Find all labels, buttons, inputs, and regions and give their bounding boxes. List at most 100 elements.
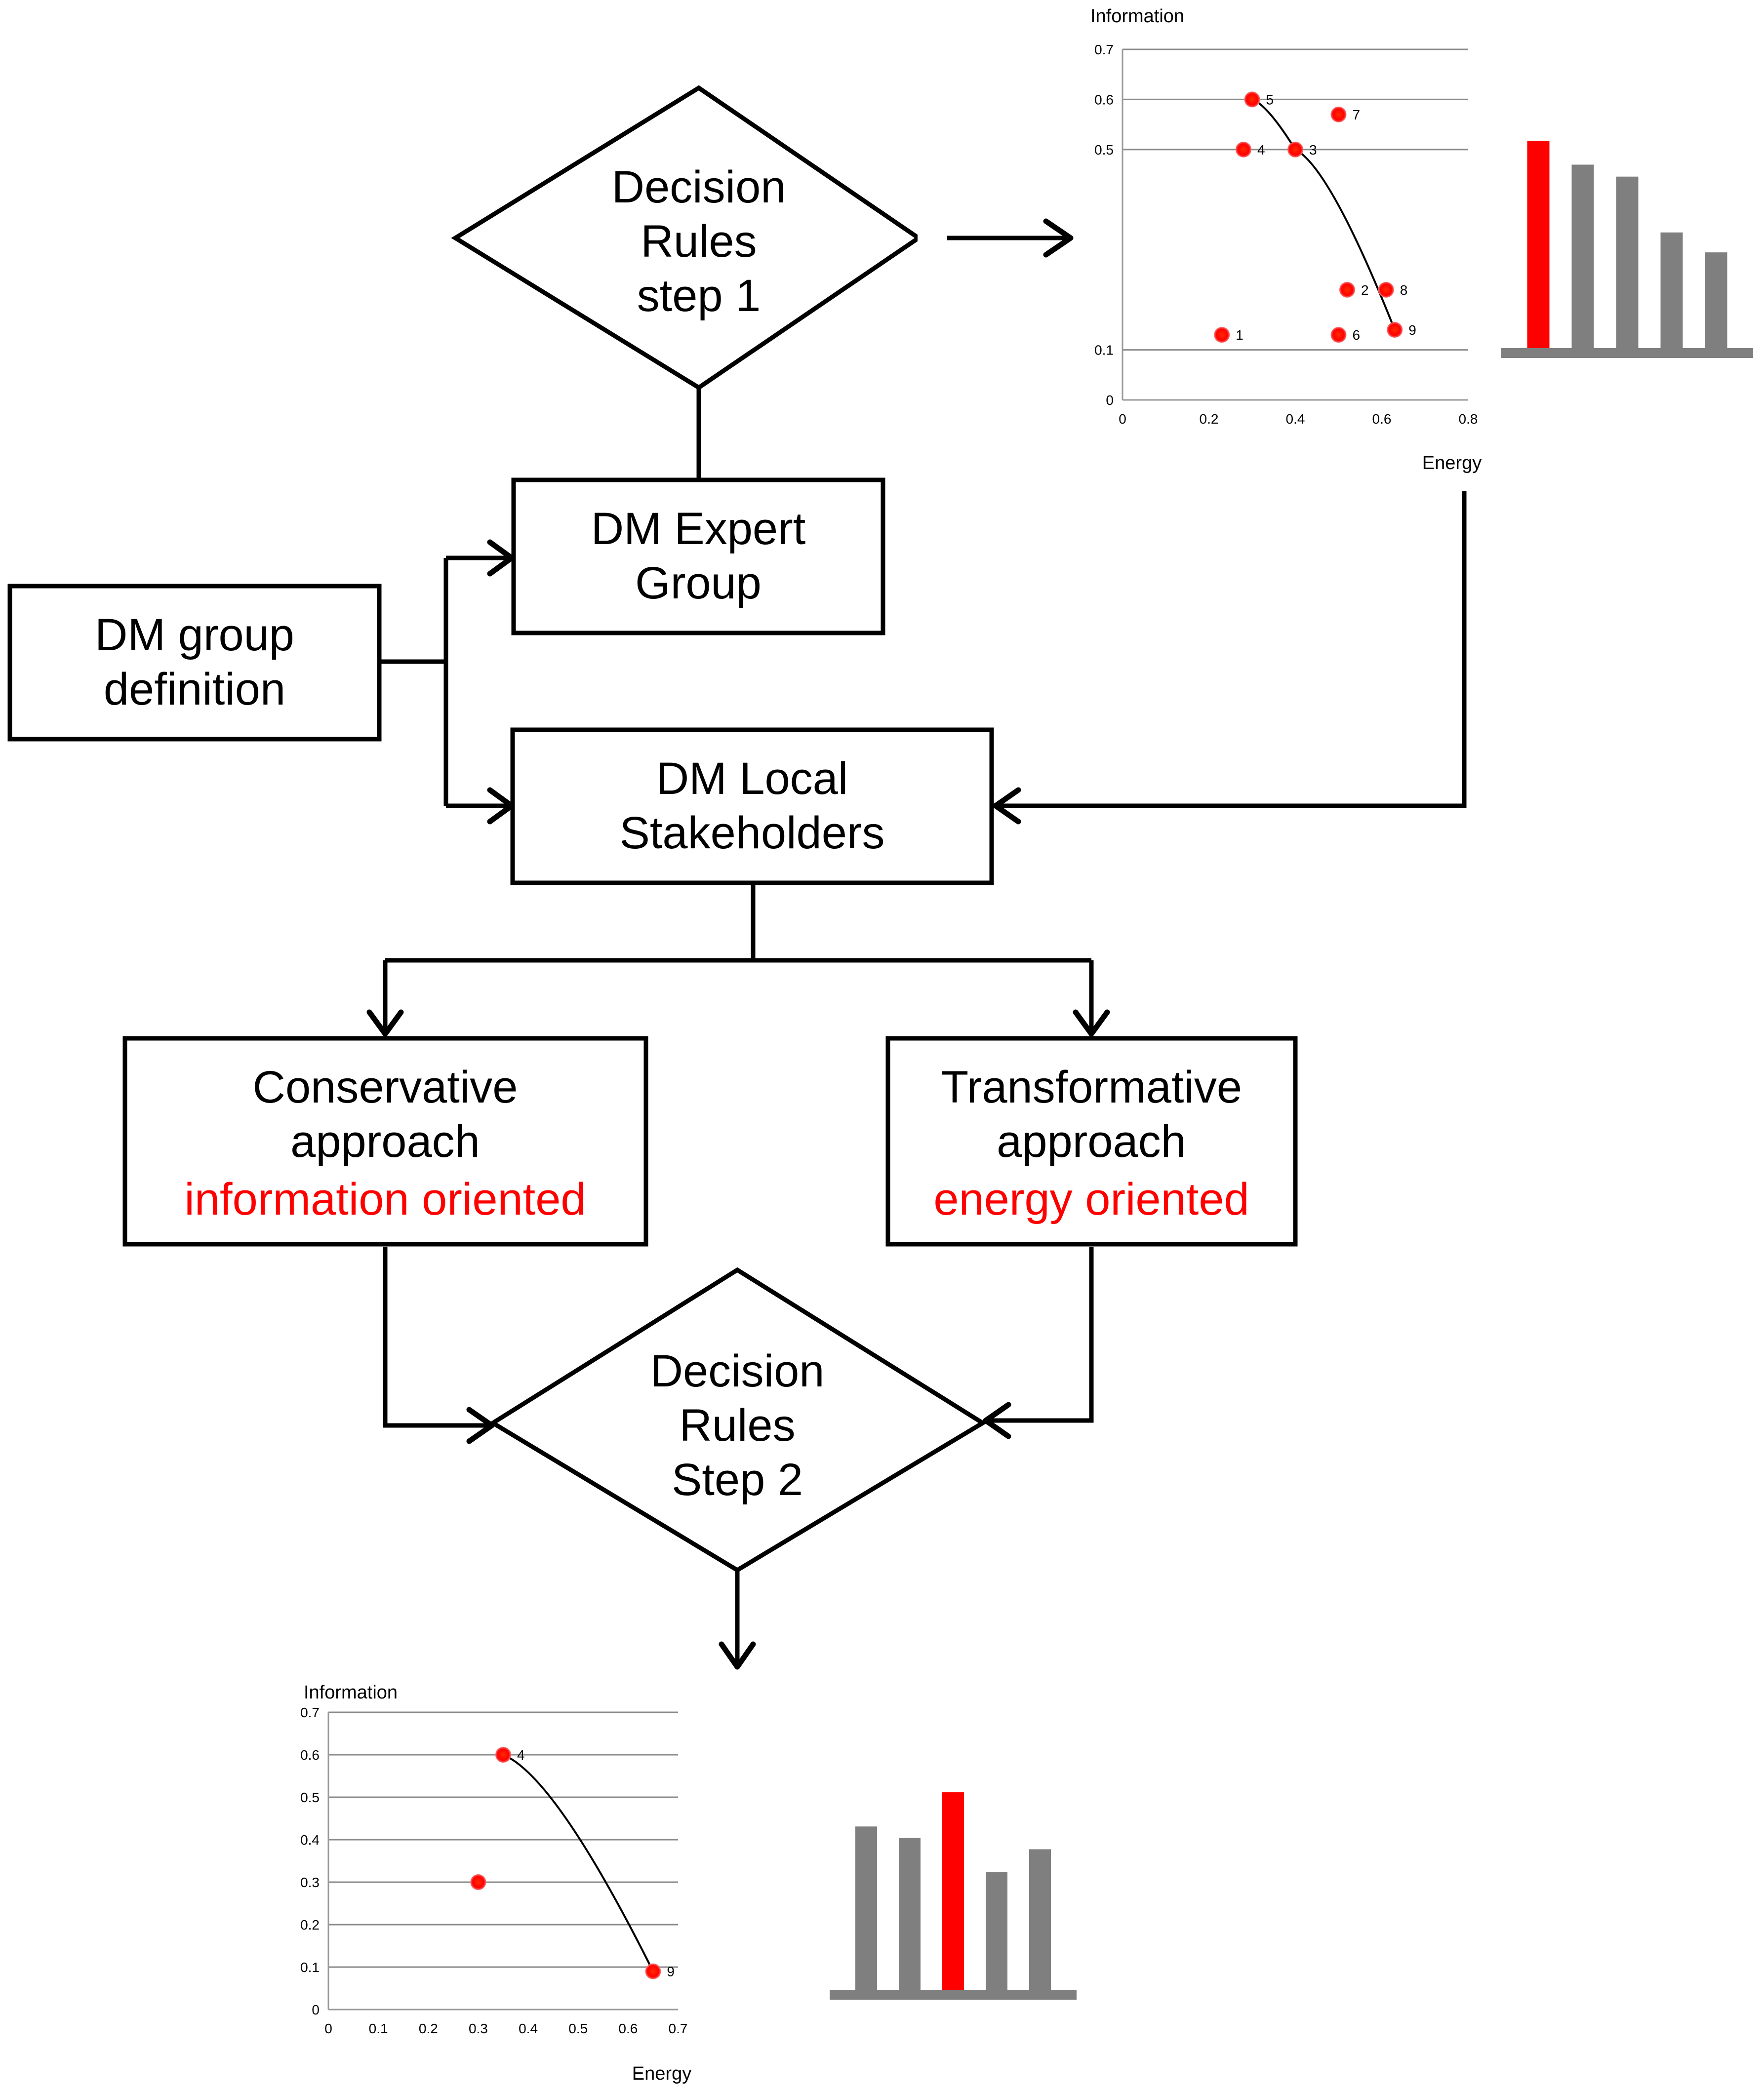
y-tick-label: 0.3 <box>300 1875 320 1890</box>
bar-chart-step1 <box>1501 141 1753 358</box>
transformative-approach-node: Transformative approach energy oriented <box>885 1036 1298 1247</box>
arrowhead-chart2 <box>719 1641 756 1670</box>
decision2-line1: Decision <box>650 1346 825 1396</box>
dm-local-stakeholders-node: DM Local Stakeholders <box>510 727 994 885</box>
point-label: 3 <box>1309 142 1317 158</box>
data-point <box>495 1747 511 1763</box>
data-point <box>1378 281 1394 298</box>
y-tick-label: 0.5 <box>1094 142 1114 158</box>
point-label: 4 <box>1257 142 1265 158</box>
point-label: 5 <box>1266 92 1274 107</box>
x-tick-label: 0.6 <box>1372 411 1392 427</box>
local-line1: DM Local <box>656 753 848 804</box>
decision1-line1: Decision <box>612 162 786 212</box>
x-tick-label: 0 <box>324 2021 332 2036</box>
x-tick-label: 0.6 <box>618 2021 638 2036</box>
y-tick-label: 0.1 <box>300 1960 320 1975</box>
dm-local-stakeholders-box <box>510 727 994 885</box>
point-label: 9 <box>667 1964 675 1979</box>
decision-step2-node: Decision Rules Step 2 <box>488 1267 987 1573</box>
groupdef-line1: DM group <box>95 610 294 660</box>
x-tick-label: 0.7 <box>669 2021 688 2036</box>
dm-expert-group-box <box>511 477 885 635</box>
connector-conservative-decision2 <box>383 1247 489 1428</box>
bar-chart-step2 <box>830 1792 1077 2000</box>
y-tick-label: 0.2 <box>300 1917 320 1933</box>
pareto-front-curve <box>503 1754 654 1972</box>
expert-line2: Group <box>635 558 762 608</box>
connector-chart-to-local <box>998 491 1467 808</box>
y-tick-label: 0.7 <box>300 1705 320 1720</box>
x-axis-title: Energy <box>632 2063 691 2084</box>
groupdef-line2: definition <box>104 664 285 714</box>
arrowhead-transformative <box>1073 1009 1110 1037</box>
y-tick-label: 0.7 <box>1094 42 1114 57</box>
data-point <box>1214 327 1230 343</box>
transformative-approach-box <box>885 1036 1298 1247</box>
point-label: 4 <box>517 1747 525 1763</box>
y-axis-title: Information <box>304 1682 398 1703</box>
x-tick-label: 0.3 <box>469 2021 488 2036</box>
decision1-line3: step 1 <box>637 271 761 321</box>
conservative-approach-box <box>122 1036 648 1247</box>
transformative-line1: Transformative <box>941 1062 1242 1112</box>
y-tick-label: 0.5 <box>300 1790 320 1805</box>
data-point <box>1387 322 1403 338</box>
bar <box>1616 176 1639 348</box>
arrowhead-local-right <box>993 787 1021 825</box>
decision1-line2: Rules <box>641 216 757 267</box>
pareto-front-curve <box>1251 98 1396 330</box>
x-tick-label: 0 <box>1119 411 1126 427</box>
bar <box>942 1792 964 1990</box>
expert-line1: DM Expert <box>591 504 806 554</box>
bar <box>1660 232 1683 348</box>
y-tick-label: 0 <box>312 2002 320 2017</box>
data-point <box>1330 327 1347 343</box>
data-point <box>1244 91 1260 108</box>
x-axis-title: Energy <box>1422 453 1482 474</box>
data-point <box>645 1963 661 1979</box>
decision-step1-gap <box>918 217 947 259</box>
dm-expert-group-node: DM Expert Group <box>511 477 885 635</box>
arrowhead-decision2-left <box>466 1407 495 1444</box>
bar <box>1527 141 1550 348</box>
data-point <box>1236 141 1251 158</box>
data-point <box>1339 281 1355 298</box>
local-line2: Stakeholders <box>620 808 885 858</box>
x-tick-label: 0.2 <box>419 2021 438 2036</box>
decision-step1-diamond <box>451 85 922 391</box>
arrowhead-chart1 <box>1043 218 1074 258</box>
data-point <box>1287 141 1303 158</box>
bar-baseline <box>830 1990 1077 2000</box>
bar <box>855 1826 877 1990</box>
dm-group-definition-node: DM group definition <box>7 584 382 742</box>
y-tick-label: 0.4 <box>300 1832 320 1848</box>
decision-step2-diamond <box>488 1267 987 1573</box>
bar <box>1571 164 1594 348</box>
bar-baseline <box>1501 348 1753 358</box>
x-tick-label: 0.4 <box>519 2021 538 2036</box>
y-tick-label: 0 <box>1106 393 1114 408</box>
dm-group-definition-box <box>7 584 382 742</box>
y-tick-label: 0.1 <box>1094 343 1114 358</box>
x-tick-label: 0.8 <box>1459 411 1478 427</box>
connectors <box>366 218 1467 1670</box>
decision2-line2: Rules <box>679 1400 795 1451</box>
data-point <box>470 1874 486 1890</box>
conservative-line2: approach <box>290 1116 480 1167</box>
arrowhead-decision2-right <box>983 1402 1011 1439</box>
data-point <box>1330 106 1347 122</box>
connector-transformative-decision2 <box>988 1247 1094 1423</box>
y-tick-label: 0.6 <box>300 1747 320 1763</box>
conservative-line1: Conservative <box>253 1062 518 1112</box>
x-tick-label: 0.4 <box>1286 411 1305 427</box>
conservative-subtitle: information oriented <box>184 1174 586 1224</box>
point-label: 2 <box>1361 282 1369 298</box>
point-label: 9 <box>1408 322 1416 338</box>
y-axis-title: Information <box>1090 6 1184 27</box>
x-tick-label: 0.2 <box>1200 411 1219 427</box>
